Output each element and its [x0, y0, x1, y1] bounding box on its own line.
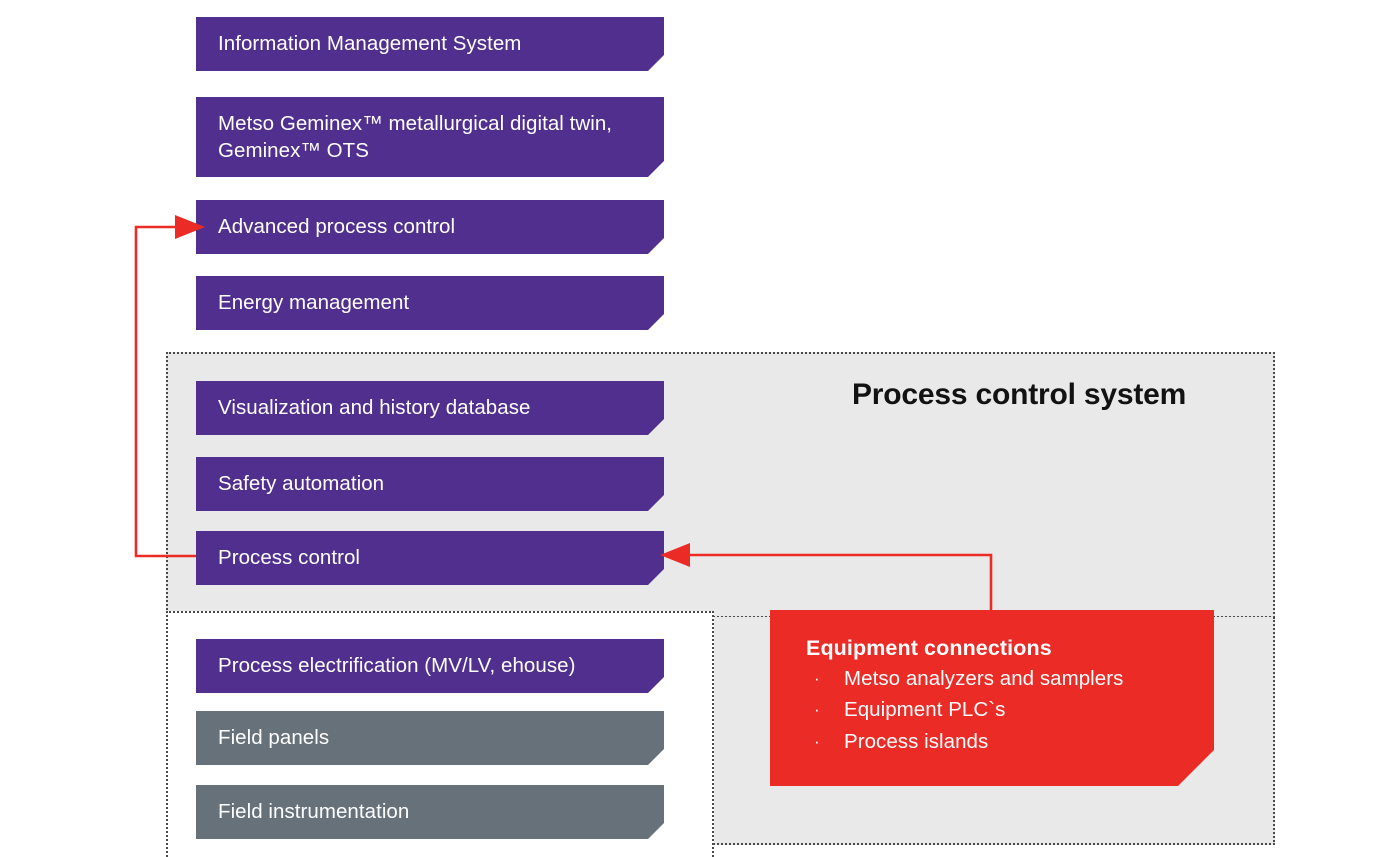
equipment-connections-item-label: Equipment PLC`s: [844, 698, 1006, 722]
bullet-icon: ·: [814, 669, 820, 688]
equipment-connections-list-item: · Metso analyzers and samplers: [806, 663, 1190, 694]
layer-bar-label: Visualization and history database: [218, 396, 531, 420]
equipment-connections-box[interactable]: Equipment connections · Metso analyzers …: [770, 610, 1214, 786]
layer-bar-field-instrumentation[interactable]: Field instrumentation: [196, 785, 664, 839]
bullet-icon: ·: [814, 700, 820, 720]
layer-bar-label: Field instrumentation: [218, 800, 410, 824]
layer-bar-field-panels[interactable]: Field panels: [196, 711, 664, 765]
equipment-connections-item-label: Process islands: [844, 729, 989, 753]
equipment-connections-list-item: · Process islands: [806, 726, 1190, 757]
process-control-system-title: Process control system: [852, 378, 1187, 411]
equipment-connections-title: Equipment connections: [806, 636, 1052, 660]
layer-bar-visualization-and-history-database[interactable]: Visualization and history database: [196, 381, 664, 435]
equipment-connections-item-label: Metso analyzers and samplers: [844, 667, 1124, 690]
layer-bar-process-electrification[interactable]: Process electrification (MV/LV, ehouse): [196, 639, 664, 693]
layer-bar-label: Safety automation: [218, 472, 385, 496]
layer-bar-label: Field panels: [218, 726, 330, 750]
layer-bar-energy-management[interactable]: Energy management: [196, 276, 664, 330]
layer-bar-label: Process electrification (MV/LV, ehouse): [218, 654, 576, 678]
equipment-connections-list-item: · Equipment PLC`s: [806, 694, 1190, 725]
layer-bar-label: Energy management: [218, 291, 410, 315]
layer-bar-safety-automation[interactable]: Safety automation: [196, 457, 664, 511]
layer-bar-metso-geminex[interactable]: Metso Geminex™ metallurgical digital twi…: [196, 97, 664, 177]
layer-bar-label: Advanced process control: [218, 215, 456, 239]
bullet-icon: ·: [814, 731, 820, 751]
layer-bar-advanced-process-control[interactable]: Advanced process control: [196, 200, 664, 254]
layer-bar-label: Metso Geminex™ metallurgical digital twi…: [218, 111, 613, 162]
layer-bar-label: Process control: [218, 546, 361, 570]
layer-bar-information-management-system[interactable]: Information Management System: [196, 17, 664, 71]
layer-bar-label: Information Management System: [218, 32, 522, 56]
layer-bar-process-control[interactable]: Process control: [196, 531, 664, 585]
